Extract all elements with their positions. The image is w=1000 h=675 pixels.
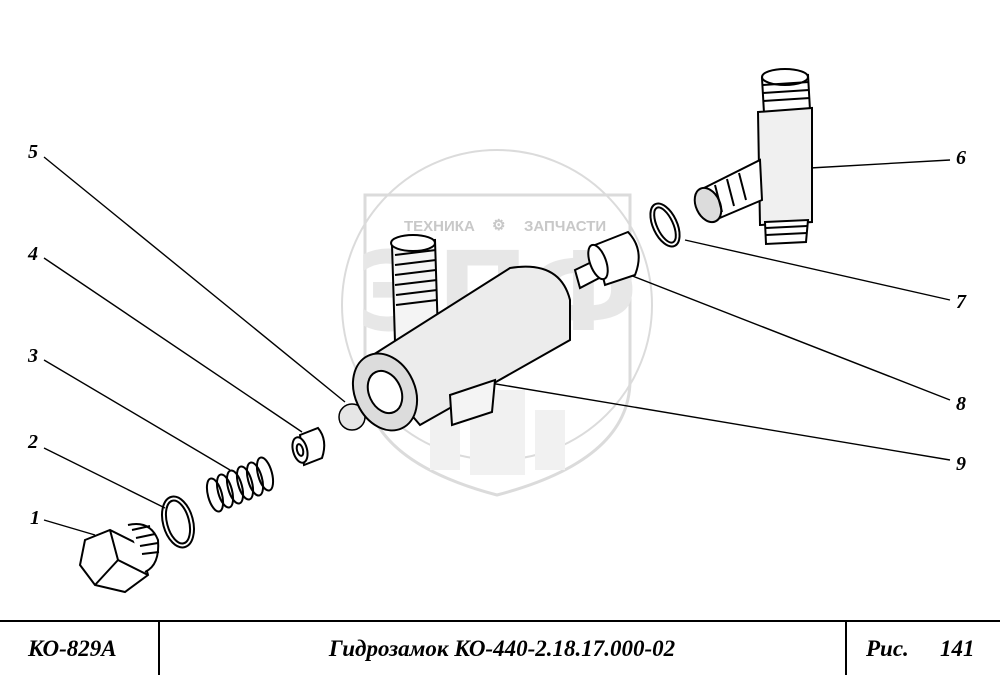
figure-label: Рис. (866, 635, 909, 661)
part-8-pusher (573, 230, 640, 290)
callout-4: 4 (28, 243, 38, 265)
callout-1: 1 (30, 507, 40, 529)
part-1-plug (78, 523, 160, 594)
callout-6: 6 (956, 147, 966, 169)
callout-8: 8 (956, 393, 966, 415)
title-divider-left (158, 622, 160, 675)
part-2-gasket-ring (161, 495, 195, 549)
part-6-tee-fitting (693, 68, 813, 246)
part-4-spring-seat (291, 426, 326, 467)
callout-2: 2 (28, 431, 38, 453)
callout-5: 5 (28, 141, 38, 163)
part-9-lock-body (351, 234, 571, 432)
title-block: КО-829А Гидрозамок КО-440-2.18.17.000-02… (0, 620, 1000, 675)
model-label: КО-829А (28, 635, 117, 661)
figure-number: 141 (940, 635, 975, 661)
part-3-spring (205, 456, 275, 513)
watermark-text-left: ТЕХНИКА (404, 218, 475, 235)
part-7-sealing-ring (649, 202, 681, 248)
drawing-title: Гидрозамок КО-440-2.18.17.000-02 (328, 635, 676, 661)
title-divider-right (845, 622, 847, 675)
watermark-text-right: ЗАПЧАСТИ (524, 218, 607, 235)
exploded-parts-drawing: ЭПФ (43, 68, 951, 594)
gear-icon: ⚙ (492, 217, 506, 234)
callout-9: 9 (956, 453, 966, 475)
leader-lines (43, 156, 951, 536)
callout-3: 3 (28, 345, 38, 367)
callout-7: 7 (956, 291, 966, 313)
